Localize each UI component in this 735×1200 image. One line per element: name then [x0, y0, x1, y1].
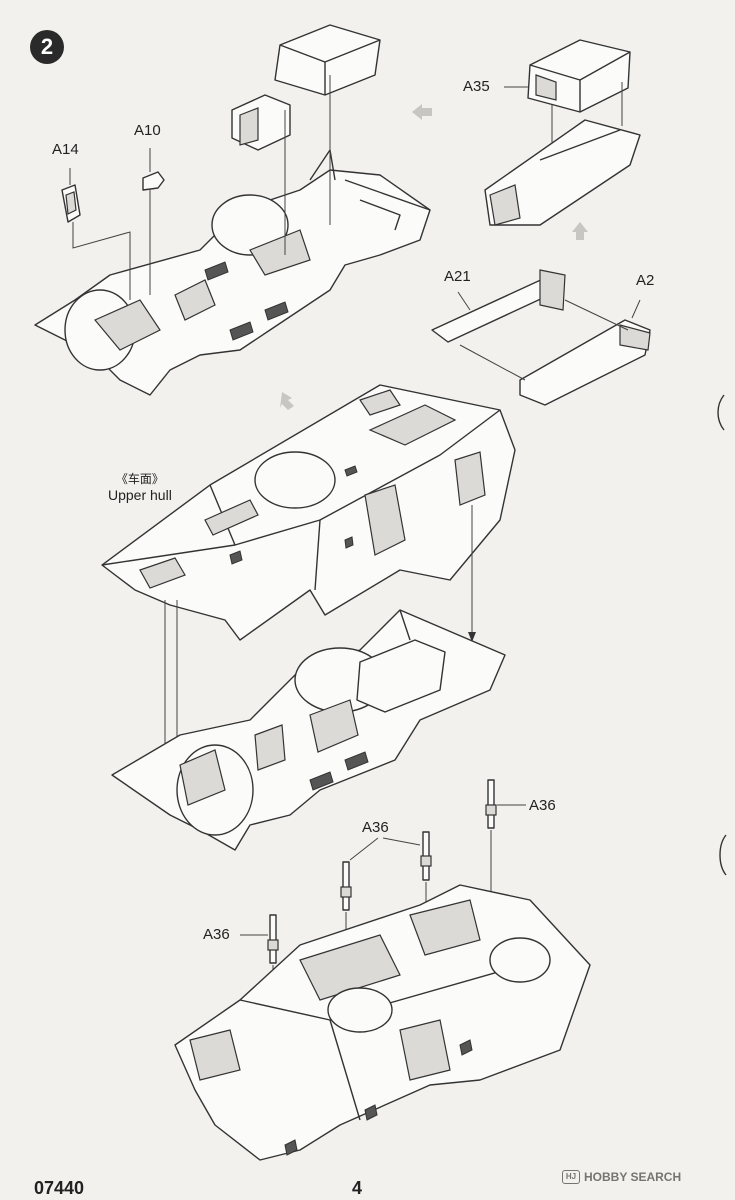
- part-label-a2: A2: [636, 272, 655, 289]
- part-a14: [61, 168, 131, 300]
- lower-chassis-top: [34, 149, 431, 396]
- direction-arrows: [280, 104, 588, 410]
- part-a10: [142, 148, 165, 295]
- watermark-logo-icon: HJ: [562, 1170, 580, 1184]
- a35-box: [504, 39, 631, 158]
- lower-chassis-middle: [111, 609, 506, 851]
- upper-hull: [101, 384, 516, 641]
- part-label-a35: A35: [463, 78, 490, 95]
- upper-hull-label: 《车面》 Upper hull: [108, 470, 172, 503]
- part-label-a36-left: A36: [203, 926, 230, 943]
- a35-base: [484, 119, 641, 226]
- step-number-badge: 2: [30, 30, 64, 64]
- bottom-vehicle: [174, 884, 591, 1161]
- part-label-a36-mid: A36: [362, 819, 389, 836]
- part-label-a21: A21: [444, 268, 471, 285]
- part-label-a10: A10: [134, 122, 161, 139]
- a21-a2-rails: [431, 269, 651, 406]
- part-label-a14: A14: [52, 141, 79, 158]
- part-label-a36-right: A36: [529, 797, 556, 814]
- watermark-text: HOBBY SEARCH: [584, 1170, 682, 1184]
- upper-hull-label-chinese: 《车面》: [115, 472, 164, 486]
- kit-number: 07440: [34, 1178, 85, 1198]
- page-number: 4: [352, 1178, 363, 1198]
- watermark: HJ HOBBY SEARCH: [562, 1170, 681, 1184]
- binding-marks: [717, 394, 727, 876]
- interior-box-top: [231, 24, 381, 255]
- upper-hull-label-english: Upper hull: [108, 487, 172, 503]
